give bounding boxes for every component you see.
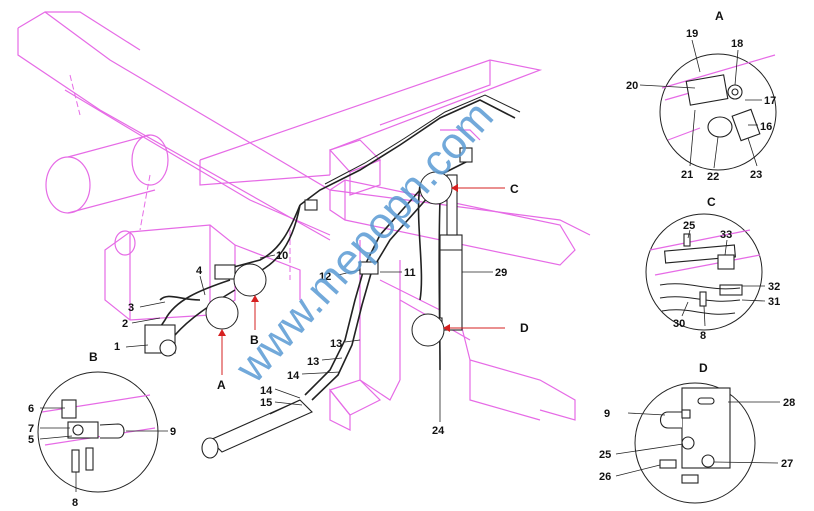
- mark-a: A: [217, 378, 226, 392]
- callout-a-18: 18: [731, 38, 743, 50]
- callout-d-28: 28: [783, 397, 795, 409]
- callout-10: 10: [276, 250, 288, 262]
- callout-b-8: 8: [72, 497, 78, 509]
- callout-3: 3: [128, 302, 134, 314]
- callout-d-26: 26: [599, 471, 611, 483]
- callout-b-9: 9: [170, 426, 176, 438]
- callout-1: 1: [114, 341, 120, 353]
- callout-c-30: 30: [673, 318, 685, 330]
- callout-13a: 13: [330, 338, 342, 350]
- detail-d-title: D: [699, 361, 708, 375]
- callout-15: 15: [260, 397, 272, 409]
- callout-c-25: 25: [683, 220, 695, 232]
- detail-markers: [205, 171, 505, 375]
- hydraulic-hoses: [144, 94, 521, 459]
- callout-14a: 14: [287, 370, 300, 382]
- callout-c-32: 32: [768, 281, 780, 293]
- callout-11: 11: [404, 267, 416, 279]
- callout-c-33: 33: [720, 229, 732, 241]
- detail-a: A 20 19 18 17 16 21 22 23: [626, 9, 777, 183]
- callout-b-7: 7: [28, 423, 34, 435]
- callout-a-20: 20: [626, 80, 638, 92]
- callout-c-8: 8: [700, 330, 706, 342]
- detail-c-title: C: [707, 195, 716, 209]
- callout-14b: 14: [260, 385, 273, 397]
- mark-c: C: [510, 182, 519, 196]
- detail-d: D 9 28 25 27 26: [599, 361, 795, 504]
- callout-d-27: 27: [781, 458, 793, 470]
- vehicle-frame: [17, 11, 591, 431]
- detail-a-title: A: [715, 9, 724, 23]
- callout-d-9: 9: [604, 408, 610, 420]
- callout-4: 4: [196, 265, 203, 277]
- callout-a-19: 19: [686, 28, 698, 40]
- detail-b: B 6 7 5 9 8: [28, 350, 176, 509]
- callout-a-22: 22: [707, 171, 719, 183]
- callout-b-6: 6: [28, 403, 34, 415]
- mark-d: D: [520, 321, 529, 335]
- callout-d-25: 25: [599, 449, 611, 461]
- callout-13b: 13: [307, 356, 319, 368]
- callout-29: 29: [495, 267, 507, 279]
- callout-24: 24: [432, 425, 445, 437]
- detail-b-title: B: [89, 350, 98, 364]
- callout-b-5: 5: [28, 434, 34, 446]
- detail-c: C 25 33 32 31 30 8: [645, 195, 780, 342]
- callout-a-16: 16: [760, 121, 772, 133]
- callout-a-23: 23: [750, 169, 762, 181]
- callout-2: 2: [122, 318, 128, 330]
- callout-a-17: 17: [764, 95, 776, 107]
- callout-12: 12: [319, 271, 331, 283]
- main-callouts: 1 2 3 4 10 11 12 13 13 14 14 15 24 29 A …: [114, 182, 529, 437]
- mark-b: B: [250, 333, 259, 347]
- callout-a-21: 21: [681, 169, 693, 181]
- callout-c-31: 31: [768, 296, 780, 308]
